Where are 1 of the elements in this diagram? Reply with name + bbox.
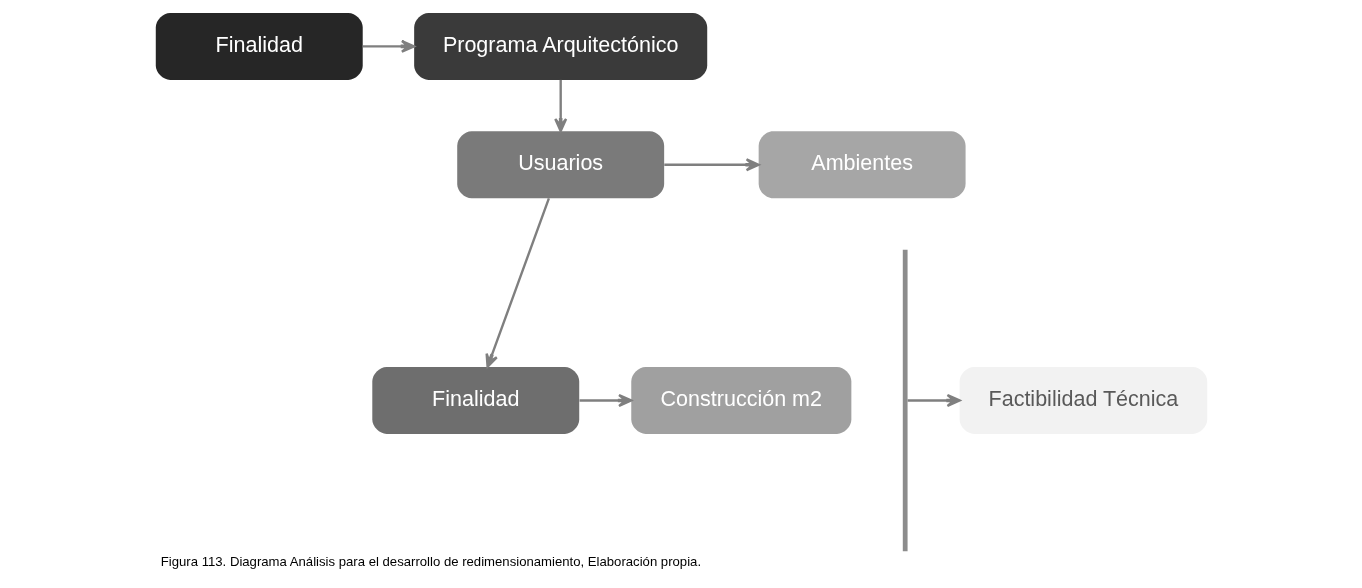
caption: Figura 113. Diagrama Análisis para el desarrollo de redimensionamiento, Elaboración propia. bbox=[160, 554, 701, 570]
